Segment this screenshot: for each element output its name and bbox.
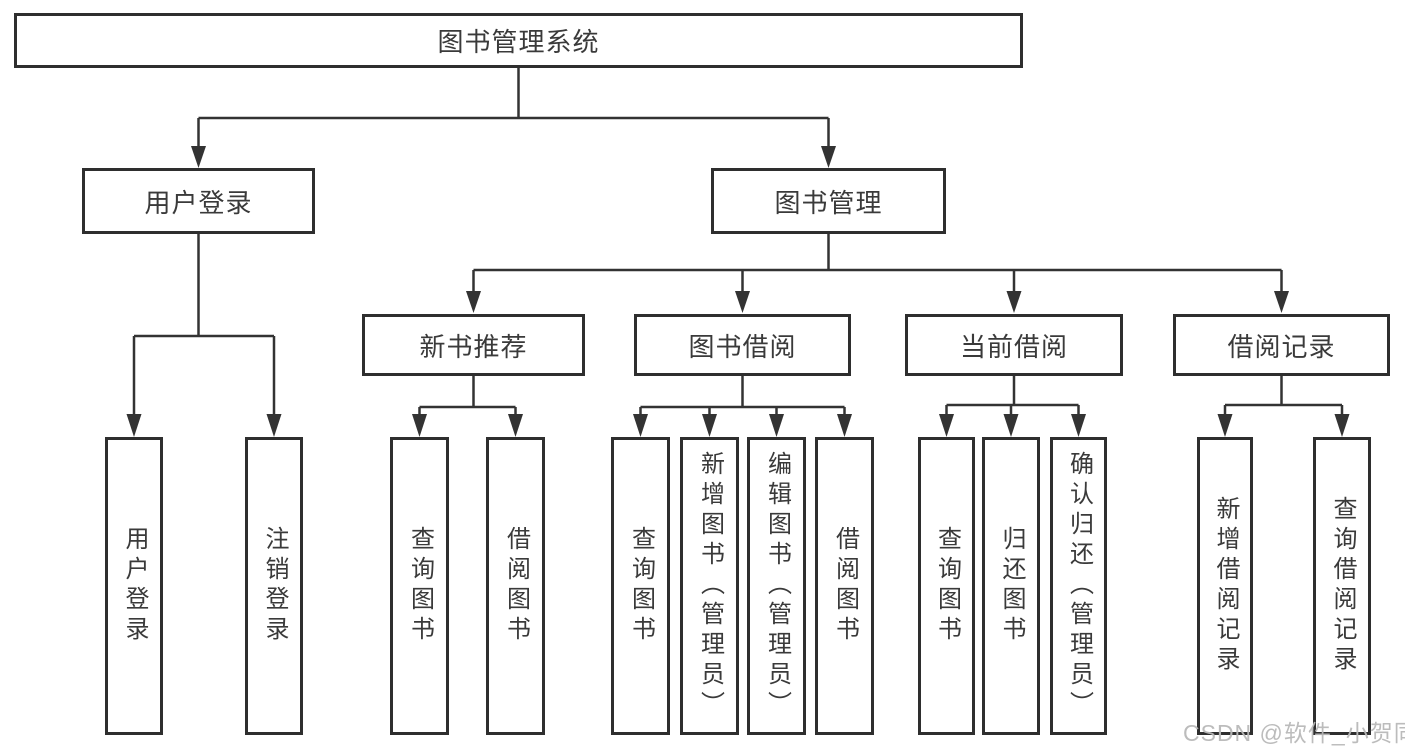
node-br-query: 查询借阅记录 bbox=[1313, 437, 1371, 735]
node-borrow-record: 借阅记录 bbox=[1173, 314, 1390, 376]
connector-current-borrow-to-leaves bbox=[939, 376, 1086, 437]
csdn-watermark: CSDN @软件_小贺同学 bbox=[1183, 720, 1405, 746]
node-user-login: 用户登录 bbox=[82, 168, 315, 234]
node-new-book-rec: 新书推荐 bbox=[362, 314, 585, 376]
connector-book-mgmt-to-level3 bbox=[466, 234, 1289, 313]
node-book-mgmt: 图书管理 bbox=[711, 168, 946, 234]
leaf-label: 借阅图书 bbox=[831, 526, 859, 646]
connector-new-book-to-leaves bbox=[412, 376, 523, 437]
connector-root-to-level2 bbox=[191, 68, 836, 168]
node-bb-add: 新增图书（管理员） bbox=[680, 437, 739, 735]
node-book-borrow: 图书借阅 bbox=[634, 314, 851, 376]
node-cb-confirm: 确认归还（管理员） bbox=[1050, 437, 1107, 735]
leaf-label: 确认归还（管理员） bbox=[1065, 451, 1093, 721]
node-bb-borrow: 借阅图书 bbox=[815, 437, 874, 735]
leaf-label: 查询图书 bbox=[406, 526, 434, 646]
leaf-label: 查询借阅记录 bbox=[1329, 496, 1356, 676]
connector-user-login-to-leaves bbox=[126, 234, 282, 437]
leaf-label: 新增图书（管理员） bbox=[696, 451, 724, 721]
leaf-label: 用户登录 bbox=[121, 526, 148, 646]
node-nb-query: 查询图书 bbox=[390, 437, 449, 735]
leaf-label: 注销登录 bbox=[261, 526, 288, 646]
node-bb-edit: 编辑图书（管理员） bbox=[747, 437, 806, 735]
node-bb-query: 查询图书 bbox=[611, 437, 670, 735]
connector-book-borrow-to-leaves bbox=[633, 376, 852, 437]
leaf-label: 借阅图书 bbox=[502, 526, 530, 646]
node-cb-return: 归还图书 bbox=[982, 437, 1040, 735]
connector-borrow-record-to-leaves bbox=[1217, 376, 1350, 437]
node-leaf-logout: 注销登录 bbox=[245, 437, 303, 735]
node-br-add: 新增借阅记录 bbox=[1197, 437, 1253, 735]
node-nb-borrow: 借阅图书 bbox=[486, 437, 545, 735]
node-root: 图书管理系统 bbox=[14, 13, 1023, 68]
leaf-label: 查询图书 bbox=[933, 526, 961, 646]
leaf-label: 编辑图书（管理员） bbox=[763, 451, 791, 721]
leaf-label: 新增借阅记录 bbox=[1212, 496, 1239, 676]
leaf-label: 归还图书 bbox=[998, 526, 1025, 646]
node-cb-query: 查询图书 bbox=[918, 437, 975, 735]
leaf-label: 查询图书 bbox=[627, 526, 655, 646]
node-current-borrow: 当前借阅 bbox=[905, 314, 1123, 376]
node-leaf-user-login: 用户登录 bbox=[105, 437, 163, 735]
